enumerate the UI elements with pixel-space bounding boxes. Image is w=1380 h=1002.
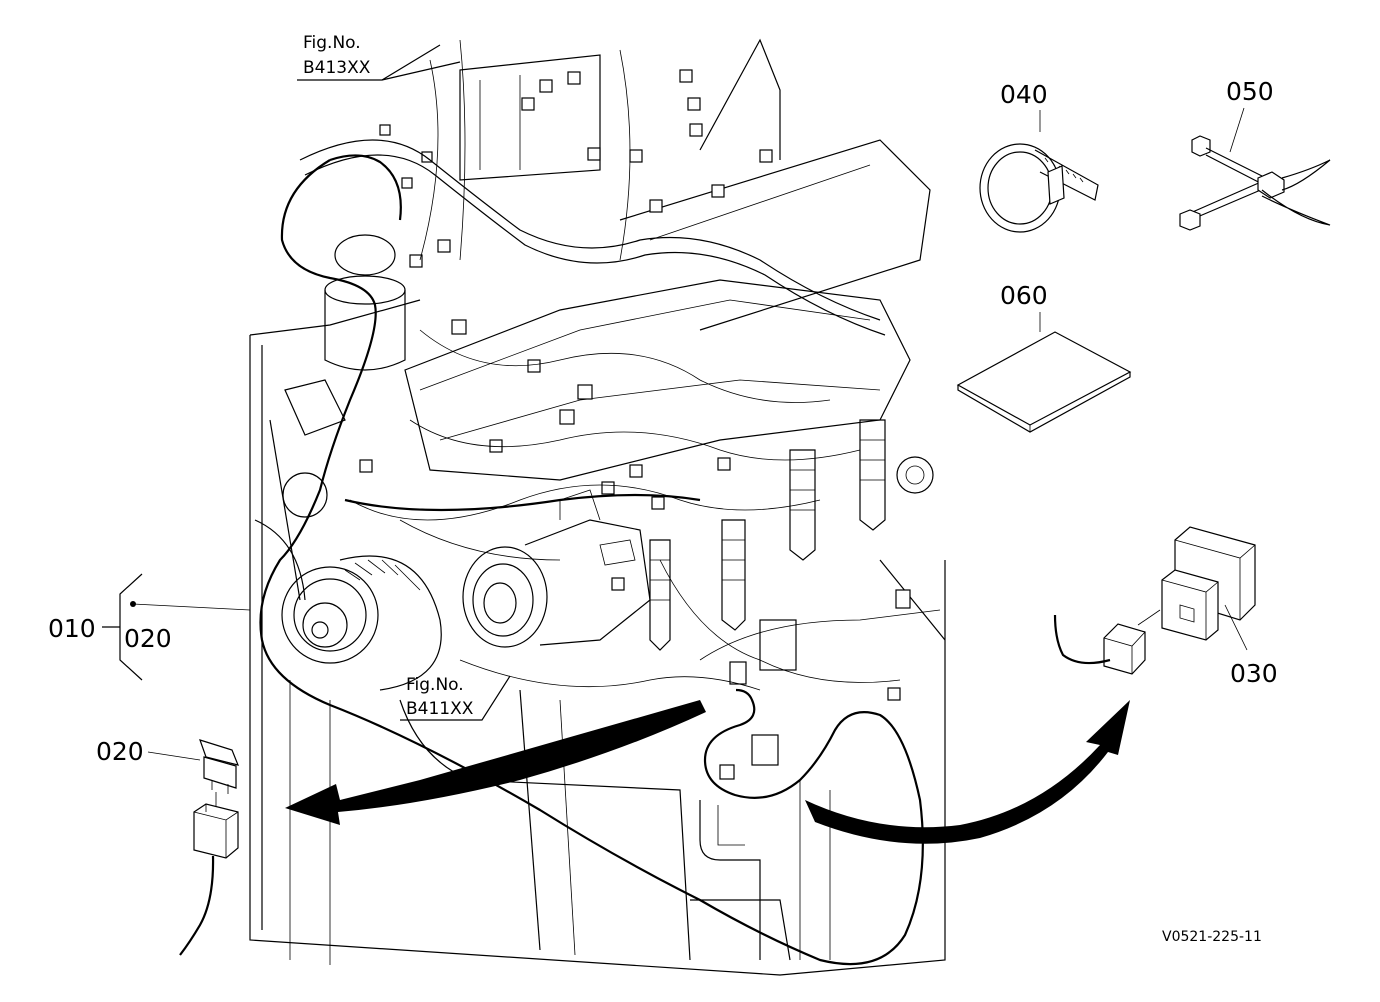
injectors — [649, 419, 934, 651]
engine-block — [249, 38, 946, 976]
part-label-060: 060 — [1000, 281, 1048, 310]
drawing-code: V0521-225-11 — [1162, 929, 1262, 945]
compressor — [462, 489, 651, 648]
pad-060: 060 — [956, 281, 1132, 433]
fig-ref-top-line2: B413XX — [303, 58, 371, 78]
main-harness-loop — [259, 154, 924, 966]
cable-tie-040: 040 — [979, 80, 1099, 233]
engine-connectors — [359, 69, 911, 780]
part-label-010: 010 — [48, 614, 96, 643]
relay-030: 030 — [1053, 526, 1278, 688]
arrow-left — [285, 700, 706, 825]
part-label-030: 030 — [1230, 659, 1278, 688]
figure-ref-top: Fig.No. B413XX — [297, 33, 461, 81]
alternator — [281, 555, 442, 691]
fig-ref-bottom-line2: B411XX — [406, 699, 474, 719]
callout-010: 010 020 — [48, 573, 251, 681]
part-label-020: 020 — [96, 737, 144, 766]
part-label-040: 040 — [1000, 80, 1048, 109]
fuel-filter — [282, 234, 406, 518]
fig-ref-bottom-line1: Fig.No. — [406, 675, 464, 695]
figure-ref-bottom: Fig.No. B411XX — [400, 675, 511, 721]
cable-tie-050: 050 — [1179, 77, 1331, 231]
wire-harness — [299, 39, 941, 691]
fig-ref-top-line1: Fig.No. — [303, 33, 361, 53]
arrow-right — [805, 700, 1130, 844]
part-label-020-bracket: 020 — [124, 624, 172, 653]
part-label-050: 050 — [1226, 77, 1274, 106]
fuse-020: 020 — [96, 737, 239, 956]
